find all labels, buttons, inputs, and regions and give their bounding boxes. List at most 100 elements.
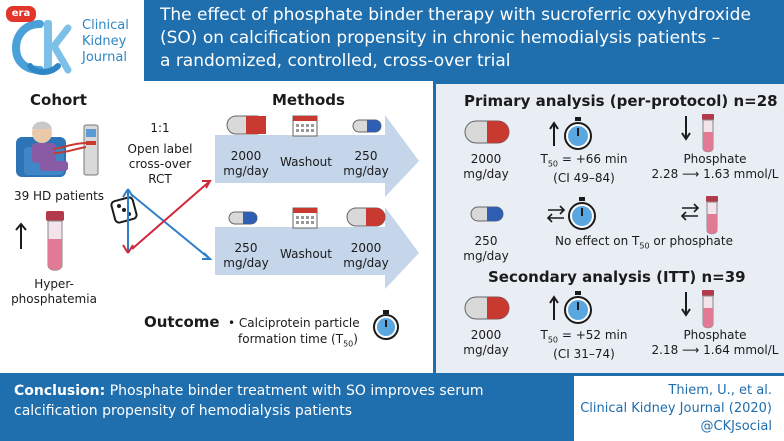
title-line1: The effect of phosphate binder therapy w… [160,5,751,25]
title-bar: The effect of phosphate binder therapy w… [144,0,784,81]
stopwatch-icon [373,310,399,340]
t50-no-change-icon [546,197,596,230]
journal-logo: era Clinical Kidney Journal [0,0,144,81]
patients-label: 39 HD patients [13,189,105,203]
outcome-text: • Calciprotein particle formation time (… [228,315,360,352]
primary-low-dose-line1: 250 [474,234,498,248]
primary-low-dose: 250 mg/day [456,234,516,264]
methods-heading: Methods [272,91,345,109]
primary-phosphate-to: 1.63 mmol/L [703,167,779,181]
phosphate-decrease-icon [681,114,714,153]
hyper-line2: phosphatemia [11,292,97,306]
arrow-right-icon: ⟶ [682,167,700,181]
primary-t50-value: = +66 min [558,152,628,166]
high-dose-pill-icon-3 [464,120,510,144]
primary-t50-sub: 50 [547,159,559,169]
design-label: 1:1 Open label cross-over RCT [112,121,208,187]
randomization-dice-icon [110,196,138,224]
high-dose-pill-icon-2 [346,207,386,227]
phosphate-decrease-icon-2 [681,290,714,329]
title-line3: a randomized, controlled, cross-over tri… [160,51,511,71]
outcome-line1: Calciprotein particle [238,316,360,330]
low-dose-pill-icon-3 [470,206,504,222]
design-line2: Open label [127,142,193,156]
ckj-logo-icon [11,20,72,75]
outcome-line2-suffix: ) [353,332,358,346]
secondary-t50-value: = +52 min [558,328,628,342]
results-panel: Primary analysis (per-protocol) n=28 200… [433,84,784,373]
arm1-dose2-line1: 250 [354,149,378,163]
secondary-phosphate-from: 2.18 [651,343,679,357]
secondary-dose-line1: 2000 [470,328,502,342]
calendar-icon [292,115,318,137]
no-effect-prefix: No effect on T [555,234,640,248]
primary-high-dose: 2000 mg/day [456,152,516,182]
secondary-phosphate: Phosphate 2.18 ⟶ 1.64 mmol/L [650,328,780,358]
primary-low-dose-line2: mg/day [463,249,509,263]
primary-t50: T50 = +66 min (CI 49–84) [532,152,636,186]
primary-high-dose-line1: 2000 [470,152,502,166]
hyperphosphatemia-label: Hyper- phosphatemia [4,277,104,307]
blood-tube-icon [46,211,64,271]
citation-box: Thiem, U., et al. Clinical Kidney Journa… [574,373,784,441]
journal-name: Clinical Kidney Journal [82,18,129,66]
secondary-t50-sub: 50 [547,335,559,345]
secondary-t50-ci: (CI 31–74) [553,347,615,362]
citation: Thiem, U., et al. Clinical Kidney Journa… [580,382,772,436]
secondary-dose-line2: mg/day [463,343,509,357]
study-design-panel: Cohort Methods 39 HD patients Hyper- pho… [0,81,433,373]
calendar-icon-2 [292,207,318,229]
arm2-dose1: 250 mg/day [220,241,272,271]
outcome-line2-sub: 50 [343,339,354,349]
arm2-dose1-line2: mg/day [223,256,269,270]
primary-phosphate-label: Phosphate [683,152,747,166]
secondary-heading: Secondary analysis (ITT) n=39 [488,268,746,286]
citation-social-link[interactable]: @CKJsocial [700,419,773,434]
primary-t50-ci: (CI 49–84) [553,171,615,186]
outcome-bullet: • [228,316,236,330]
primary-no-effect: No effect on T50 or phosphate [544,234,744,253]
red-cross-arrow [131,180,211,250]
primary-high-dose-line2: mg/day [463,167,509,181]
secondary-t50-prefix: T [540,328,548,342]
increase-arrow-icon [15,222,27,249]
citation-journal: Clinical Kidney Journal (2020) [580,401,772,416]
no-effect-sub: 50 [639,241,650,251]
primary-t50-prefix: T [540,152,548,166]
secondary-t50: T50 = +52 min (CI 31–74) [532,328,636,362]
citation-authors: Thiem, U., et al. [668,383,772,398]
arm1-dose1-line2: mg/day [223,164,269,178]
title-line2: (SO) on calcification propensity in chro… [160,28,721,48]
high-dose-pill-icon-4 [464,296,510,320]
t50-increase-icon [549,117,592,150]
arrow-right-icon-2: ⟶ [682,343,700,357]
page-title: The effect of phosphate binder therapy w… [160,4,776,73]
secondary-phosphate-label: Phosphate [683,328,747,342]
era-badge: era [6,6,36,22]
arm1-washout: Washout [280,155,332,169]
blue-cross-arrow [131,194,211,260]
journal-name-line3: Journal [82,50,127,65]
journal-name-line1: Clinical [82,18,129,33]
hemodialysis-patient-icon [16,121,99,177]
design-line4: RCT [148,172,172,186]
conclusion-label: Conclusion: [14,383,106,399]
arm1-dose2: 250 mg/day [340,149,392,179]
crossover-arrows [122,180,213,260]
secondary-dose: 2000 mg/day [456,328,516,358]
cohort-heading: Cohort [30,91,87,109]
outcome-heading: Outcome [144,313,220,331]
arm2-arrow [215,207,419,289]
arm1-arrow [215,115,419,197]
design-line3: cross-over [128,157,192,171]
arm2-dose1-line1: 250 [234,241,258,255]
arm2-washout: Washout [280,247,332,261]
arm1-dose2-line2: mg/day [343,164,389,178]
journal-name-line2: Kidney [82,34,127,49]
outcome-line2-prefix: formation time (T [238,332,344,346]
phosphate-no-change-icon [680,196,718,235]
primary-phosphate-from: 2.28 [651,167,679,181]
hyper-line1: Hyper- [34,277,74,291]
conclusion-text: Conclusion: Phosphate binder treatment w… [14,381,564,421]
arm2-dose2-line2: mg/day [343,256,389,270]
